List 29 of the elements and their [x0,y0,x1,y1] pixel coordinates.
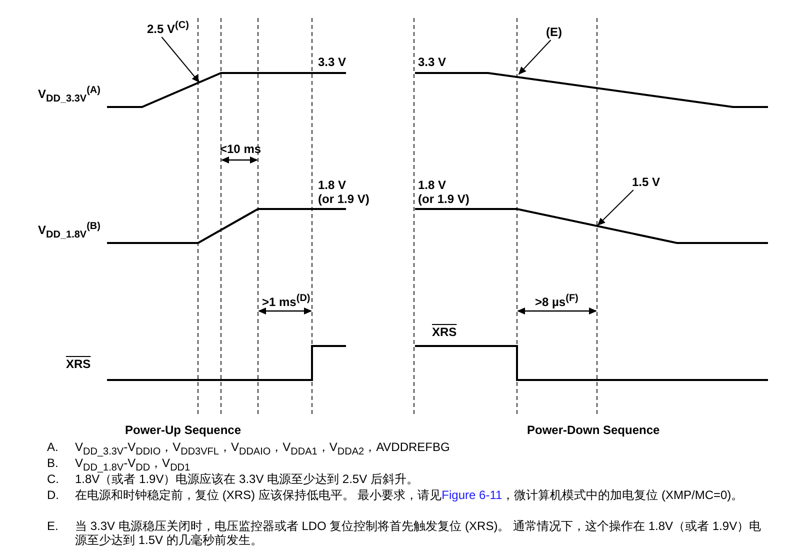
voltage-label: 1.8 V (or 1.9 V) [318,178,370,206]
callout-label: 2.5 V$^{(C)}$ [147,19,189,36]
note-text: 在电源和时钟稳定前，复位 (XRS) 应该保持低电平。 最小要求，请见 [75,488,442,502]
note-letter: D. [47,488,59,502]
voltage-label: 3.3 V [418,55,446,69]
note-letter: E. [47,519,58,533]
timing-label: >8 µs$^{(F)}$ [535,292,578,309]
voltage-label: 1.8 V (or 1.9 V) [418,178,470,206]
section-title: Power-Up Sequence [125,423,242,437]
note-text: ，微计算机模式中的加电复位 (XMP/MC=0)。 [502,488,744,502]
signal-label: XRS [432,325,457,339]
note-text: V$_{DD_1.8V}$-V$_{DD}$，V$_{DD1}$ [75,456,192,474]
timing-label: >1 ms$^{(D)}$ [262,292,310,309]
callout-label: 1.5 V [632,175,660,189]
callout-label: (E) [546,25,562,39]
note-text: V$_{DD_3.3V}$-V$_{DDIO}$，V$_{DD3VFL}$，V$_{DDAIO}$，V$_{DDA1}$，V$_{DDA2}$，AVDDREFBG [75,440,451,458]
note-letter: A. [47,440,58,454]
link: Figure 6-11 [442,488,502,502]
leader-line [597,190,634,226]
note-text: 1.8V（或者 1.9V）电源应该在 3.3V 电源至少达到 2.5V 后斜升。 [75,472,420,486]
leader-line [518,40,552,75]
leader-line [161,36,200,83]
note-text: 当 3.3V 电源稳压关闭时，电压监控器或者 LDO 复位控制将首先触发复位 (XRS)。 通常情况下，这个操作在 1.8V（或者 1.9V）电源至少达到 1.5V 的几毫秒前发生。 [75,519,762,547]
voltage-label: 3.3 V [318,55,346,69]
note-letter: C. [47,472,59,486]
timing-label: <10 ms [220,142,262,156]
note-letter: B. [47,456,58,470]
section-title: Power-Down Sequence [527,423,660,437]
signal-label: XRS [66,357,91,371]
